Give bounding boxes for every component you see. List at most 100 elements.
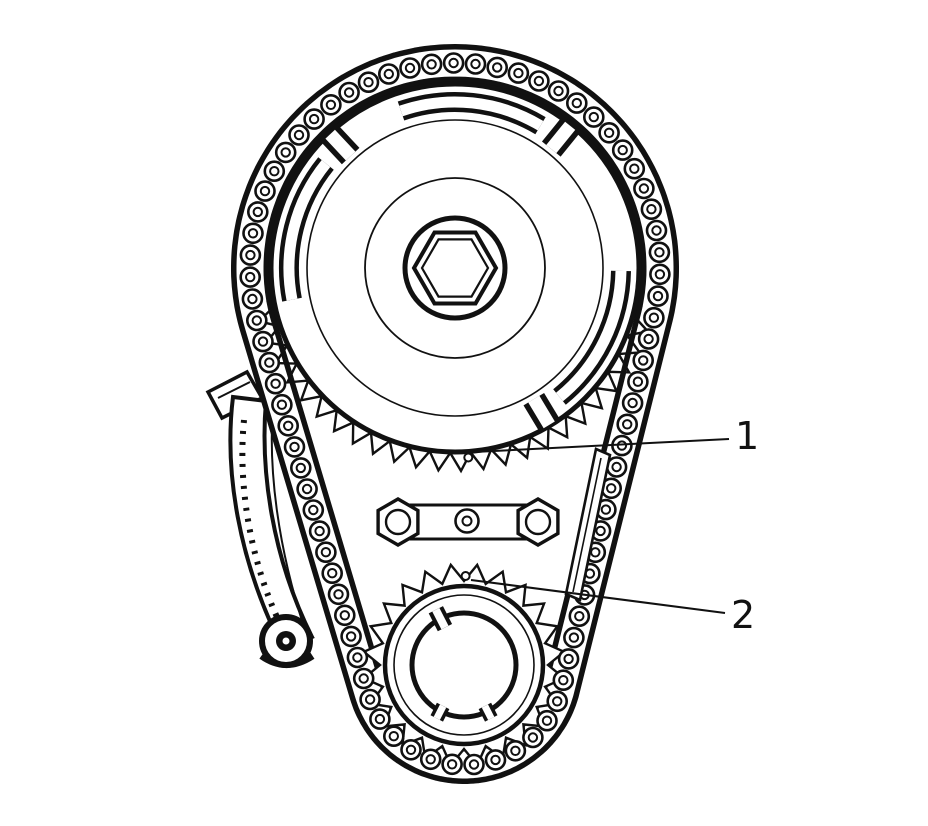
chain-roller-pin <box>643 333 654 345</box>
chain-guide-body <box>564 447 612 602</box>
chain-roller <box>647 285 669 307</box>
chain-roller-pin <box>251 315 262 326</box>
chain-roller-pin <box>404 62 416 74</box>
tensioner-top-bracket-line <box>217 381 251 399</box>
chain-roller <box>352 667 375 690</box>
chain-roller <box>563 626 585 649</box>
cam-bolt-hex <box>420 238 490 298</box>
chain-roller-pin <box>563 653 574 665</box>
chain-roller-pin <box>426 59 437 70</box>
chain-roller <box>327 583 350 606</box>
crank-tab <box>433 704 447 721</box>
cam-inner-ring <box>306 119 604 417</box>
chain-roller <box>547 80 570 102</box>
chain-roller <box>264 372 287 395</box>
chain-roller-pin <box>533 75 545 87</box>
chain-roller-pin <box>553 85 564 97</box>
chain-roller <box>359 688 381 711</box>
chain-roller <box>315 541 337 564</box>
chain-roller <box>271 393 293 416</box>
chain-roller <box>623 157 646 180</box>
chain-roller-pin <box>308 113 320 125</box>
chain-roller <box>528 70 550 92</box>
chain-roller <box>420 53 443 76</box>
chain-roller <box>357 71 380 93</box>
chain-roller <box>568 605 591 628</box>
crank-key-notch <box>432 607 449 630</box>
chain-roller <box>645 219 668 242</box>
chain-roller <box>303 108 325 130</box>
chain-roller-pin <box>510 745 521 756</box>
chain-roller <box>441 753 463 776</box>
chain-roller-pin <box>652 290 664 302</box>
chain-roller <box>504 739 527 762</box>
chain-guide-line <box>572 457 602 593</box>
cam-hub-ring <box>364 177 546 359</box>
chain-roller <box>239 244 262 266</box>
chain-roller <box>274 141 297 164</box>
chain-roller <box>308 520 331 542</box>
chain-roller-pin <box>638 183 650 194</box>
chain-roller <box>565 92 588 114</box>
chain-roller <box>333 604 356 627</box>
chain-roller-pin <box>280 147 291 158</box>
chain-roller-pin <box>320 547 332 558</box>
chain-roller-pin <box>568 632 580 643</box>
chain-roller-pin <box>654 247 665 258</box>
chain-roller-pin <box>374 713 386 725</box>
chain-roller-pin <box>270 378 281 389</box>
chain-roller <box>382 725 405 748</box>
crankshaft-sprocket <box>382 571 546 747</box>
chain-roller-pin <box>245 249 256 261</box>
chain-roller <box>346 646 369 669</box>
bracket-center-hole <box>454 508 480 534</box>
chain-roller <box>296 478 318 500</box>
chain-roller-pin <box>388 731 399 742</box>
chain-roller-pin <box>333 589 344 600</box>
chain-roller-pin <box>383 68 394 80</box>
crank-rim <box>382 583 546 747</box>
chain-roller <box>288 124 310 146</box>
chain-roller-pin <box>603 127 615 139</box>
chain-roller-pin <box>651 225 662 236</box>
chain-roller-pin <box>264 357 275 368</box>
chain-roller <box>399 57 421 79</box>
bracket-center-pin <box>461 515 473 527</box>
idler-bracket <box>376 497 560 547</box>
callout-leader-2 <box>470 579 726 614</box>
chain-roller <box>289 457 312 479</box>
chain-roller <box>643 306 665 329</box>
chain-roller <box>419 748 442 771</box>
chain-roller-pin <box>552 696 563 707</box>
chain-roller <box>633 177 655 200</box>
cam-rim-notch <box>546 121 576 154</box>
chain-roller-pin <box>364 694 376 705</box>
crank-ring <box>393 594 535 736</box>
chain-roller <box>242 222 264 245</box>
cam-plate-slot <box>283 160 331 301</box>
chain-roller-pin <box>527 732 539 743</box>
chain-roller <box>241 288 264 310</box>
chain-roller-pin <box>574 611 585 622</box>
callout-leader-1 <box>473 438 730 453</box>
chain-roller <box>507 62 530 84</box>
chain-roller-pin <box>295 462 306 474</box>
chain-roller-pin <box>611 461 622 473</box>
chain-roller <box>245 309 268 332</box>
chain-roller <box>621 392 644 414</box>
chain-roller-pin <box>622 419 633 430</box>
chain-guide-right <box>564 447 612 602</box>
callout-label-2: 2 <box>731 593 755 637</box>
chain-roller-pin <box>339 610 350 621</box>
chain-roller-pin <box>247 293 258 305</box>
chain-roller-pin <box>425 754 436 765</box>
chain-roller <box>648 241 671 264</box>
chain-roller-pin <box>247 228 259 239</box>
chain-roller-pin <box>446 759 458 770</box>
chain-roller <box>252 330 274 353</box>
chain-roller <box>283 436 306 458</box>
chain-roller-pin <box>629 163 640 174</box>
crank-bore <box>409 610 519 720</box>
chain-roller <box>254 180 276 202</box>
cam-rim-notch <box>528 395 555 429</box>
